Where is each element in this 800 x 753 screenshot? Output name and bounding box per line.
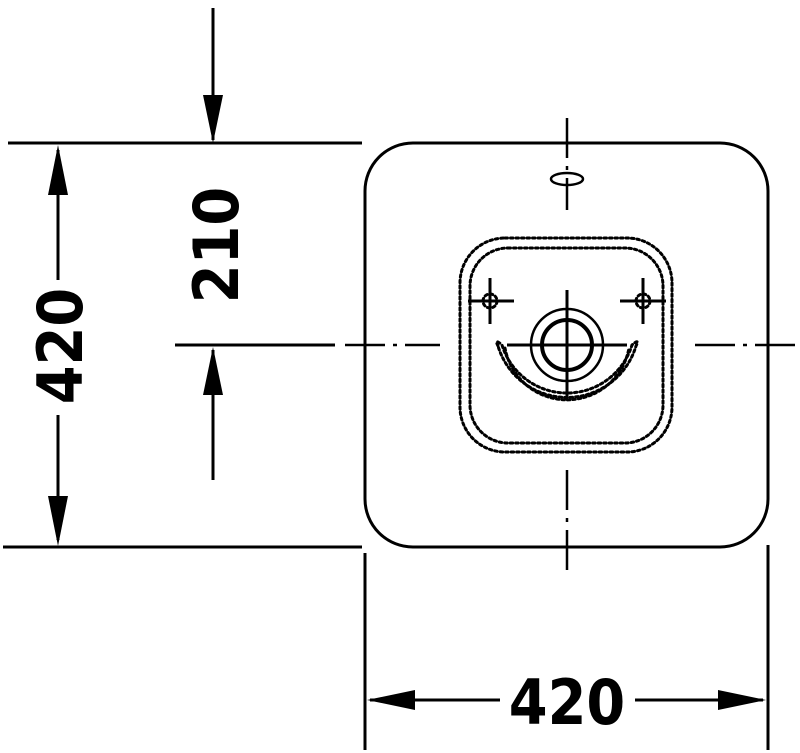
dimension-label-height: 420 (24, 288, 97, 404)
dimension-label-half-height: 210 (180, 187, 253, 303)
arrow-up-icon (203, 347, 223, 395)
arrow-down-icon (48, 496, 68, 546)
dimension-width-420: 420 (367, 666, 766, 739)
dimension-height-420: 420 (24, 145, 97, 546)
dimension-label-width: 420 (509, 666, 625, 739)
overflow-hole (549, 171, 585, 187)
bowl-outline-outer (458, 236, 674, 454)
center-lines (345, 118, 795, 570)
tap-hole-left (468, 278, 514, 324)
arrow-left-icon (367, 690, 415, 710)
drain (507, 290, 627, 400)
tap-hole-right (620, 278, 666, 324)
bowl-outline-inner (468, 246, 665, 445)
arrow-right-icon (718, 690, 766, 710)
dimension-half-height-210: 210 (180, 8, 253, 480)
arrow-down-icon (203, 95, 223, 143)
arrow-up-icon (48, 145, 68, 195)
